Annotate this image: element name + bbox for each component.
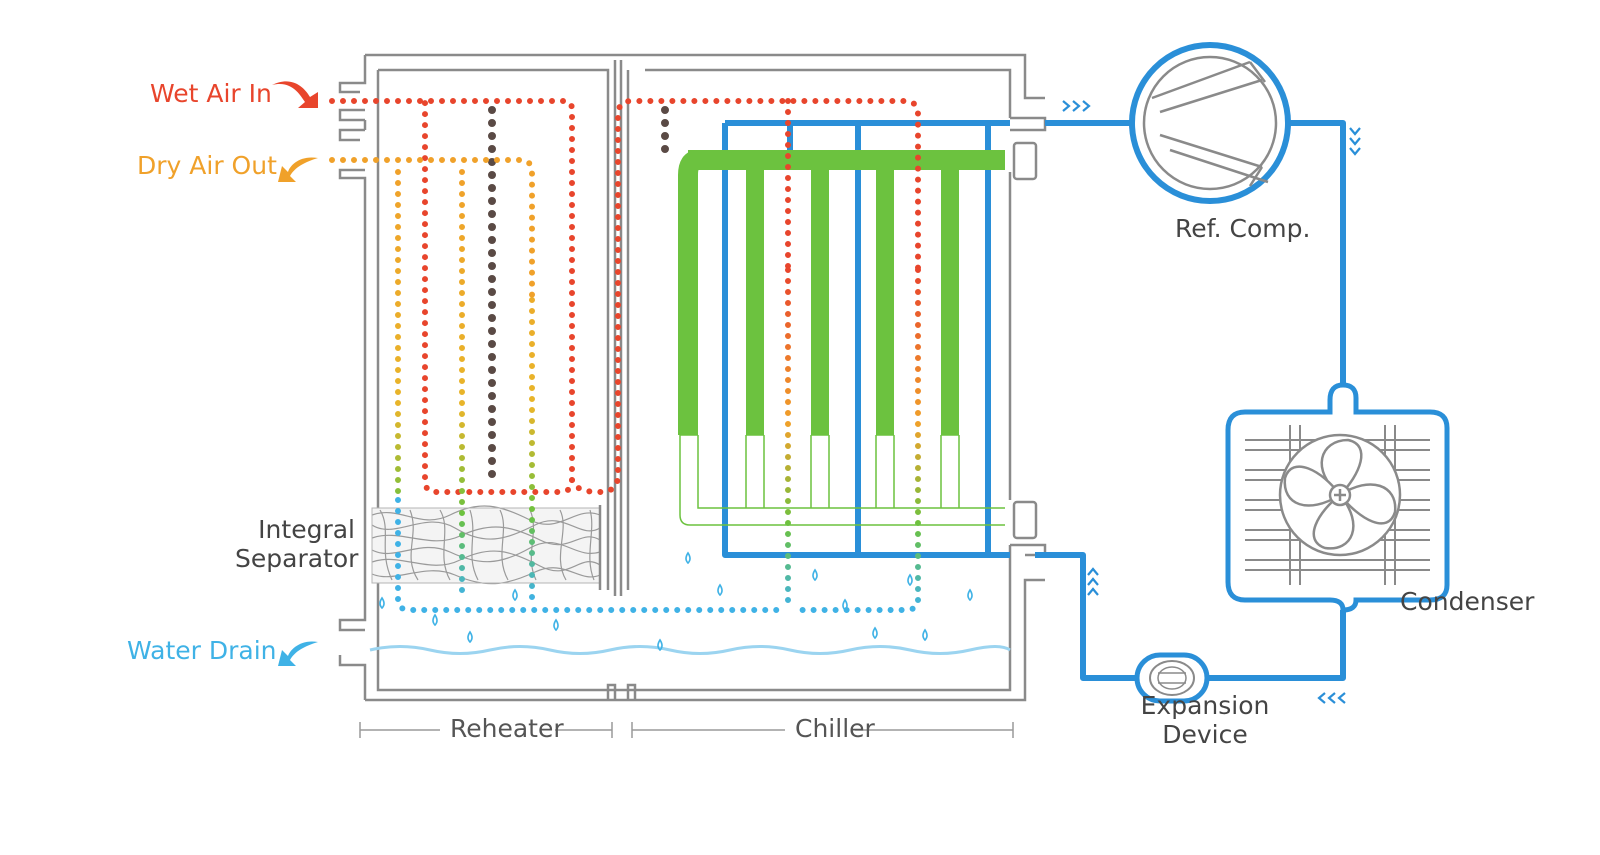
integral-separator-label-line2: Separator bbox=[235, 543, 359, 573]
water-drain-label: Water Drain bbox=[127, 636, 277, 665]
dry-air-out-arrow bbox=[278, 157, 318, 182]
integral-separator-label-line1: Integral bbox=[258, 515, 355, 544]
refrigerant-loop bbox=[722, 120, 1346, 681]
chiller-label: Chiller bbox=[795, 714, 875, 743]
wet-air-in-arrow bbox=[272, 81, 318, 108]
expansion-device-label-line1: Expansion bbox=[1140, 691, 1270, 720]
flow-arrows bbox=[1062, 100, 1361, 704]
ref-comp-label: Ref. Comp. bbox=[1175, 214, 1311, 243]
water-droplets bbox=[379, 551, 973, 652]
condenser-icon bbox=[1225, 382, 1450, 613]
dry-air-out-label: Dry Air Out bbox=[137, 151, 277, 180]
integral-separator-label: Integral Separator bbox=[235, 515, 359, 574]
expansion-valve-icon bbox=[1134, 652, 1210, 704]
water-surface bbox=[369, 645, 1011, 655]
air-paths bbox=[329, 98, 921, 613]
tank-outline bbox=[338, 53, 1047, 702]
expansion-device-label: Expansion Device bbox=[1140, 691, 1270, 750]
chiller-coil bbox=[678, 150, 1005, 526]
reheater-label: Reheater bbox=[450, 714, 564, 743]
water-drain-arrow bbox=[278, 641, 318, 666]
compressor-icon bbox=[1129, 42, 1291, 204]
expansion-device-label-line2: Device bbox=[1162, 719, 1248, 749]
fan-icon bbox=[1278, 433, 1402, 557]
wet-air-in-label: Wet Air In bbox=[150, 79, 272, 108]
section-dimension-lines bbox=[359, 722, 1014, 738]
condenser-label: Condenser bbox=[1400, 587, 1535, 616]
integral-separator bbox=[371, 505, 602, 590]
